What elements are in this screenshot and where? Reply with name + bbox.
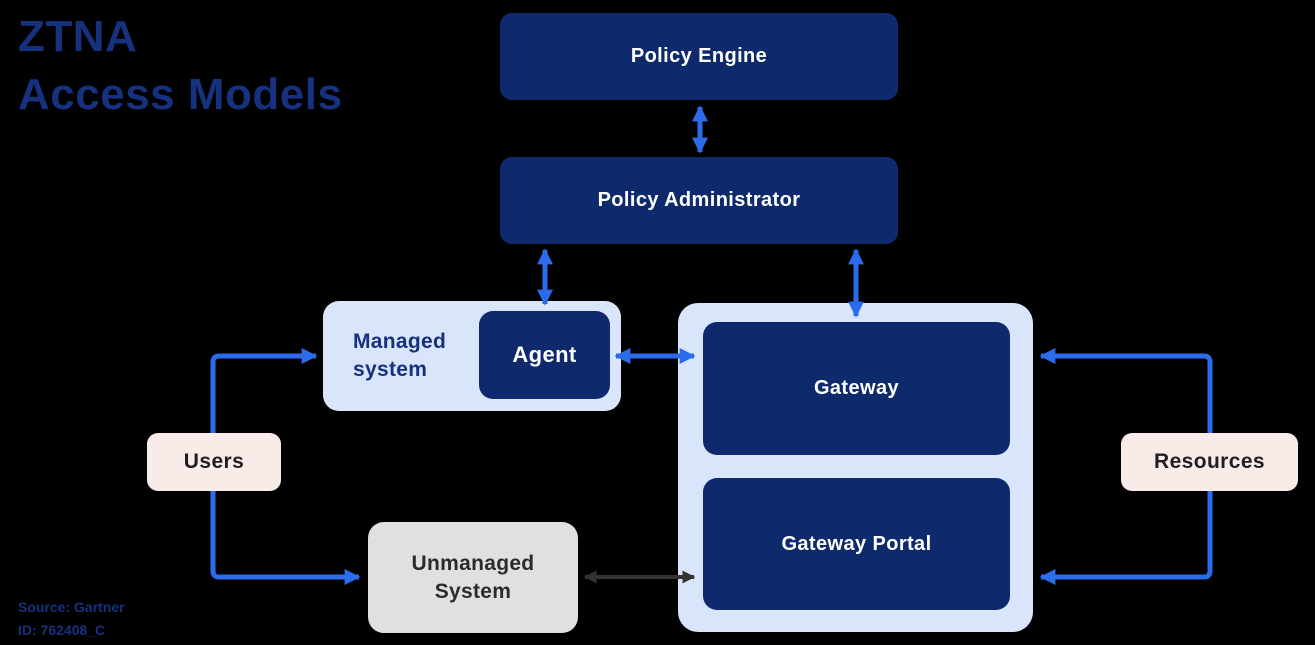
arrow-resources-gateway	[1039, 347, 1213, 433]
resources-label: Resources	[1154, 450, 1265, 473]
title-line-2: Access Models	[18, 70, 343, 119]
users-label: Users	[183, 450, 245, 473]
node-policy-administrator: Policy Administrator	[500, 157, 898, 244]
unmanaged-system-label-line-1: Unmanaged	[411, 551, 535, 575]
arrow-users-unmanaged-system	[210, 491, 361, 586]
arrow-users-managed-system	[210, 347, 318, 433]
node-users: Users	[147, 433, 281, 491]
gateway-label: Gateway	[813, 377, 900, 399]
gateway-portal-label: Gateway Portal	[781, 532, 932, 555]
node-unmanaged-system: Unmanaged System	[368, 522, 578, 633]
node-policy-engine: Policy Engine	[500, 13, 898, 100]
node-resources: Resources	[1121, 433, 1298, 491]
container-managed-system: Managed system Agent	[323, 301, 621, 411]
source-line: Source: Gartner	[18, 599, 125, 615]
title-line-1: ZTNA	[18, 12, 138, 61]
policy-administrator-label: Policy Administrator	[597, 189, 801, 211]
node-gateway-portal: Gateway Portal	[703, 478, 1010, 610]
managed-system-label-line-1: Managed	[353, 330, 447, 353]
agent-label: Agent	[512, 342, 577, 367]
policy-engine-label: Policy Engine	[630, 45, 768, 67]
document-id: ID: 762408_C	[18, 622, 106, 638]
node-gateway: Gateway	[703, 322, 1010, 455]
source-note: Source: Gartner ID: 762408_C	[18, 596, 125, 642]
container-gateway: Gateway Gateway Portal	[678, 303, 1033, 632]
unmanaged-system-label-line-2: System	[434, 579, 512, 603]
managed-system-label-line-2: system	[353, 358, 428, 381]
arrow-resources-gateway-portal	[1039, 491, 1213, 586]
node-agent: Agent	[479, 311, 610, 399]
page-title: ZTNA Access Models	[18, 8, 342, 124]
managed-system-label: Managed system	[353, 301, 446, 411]
